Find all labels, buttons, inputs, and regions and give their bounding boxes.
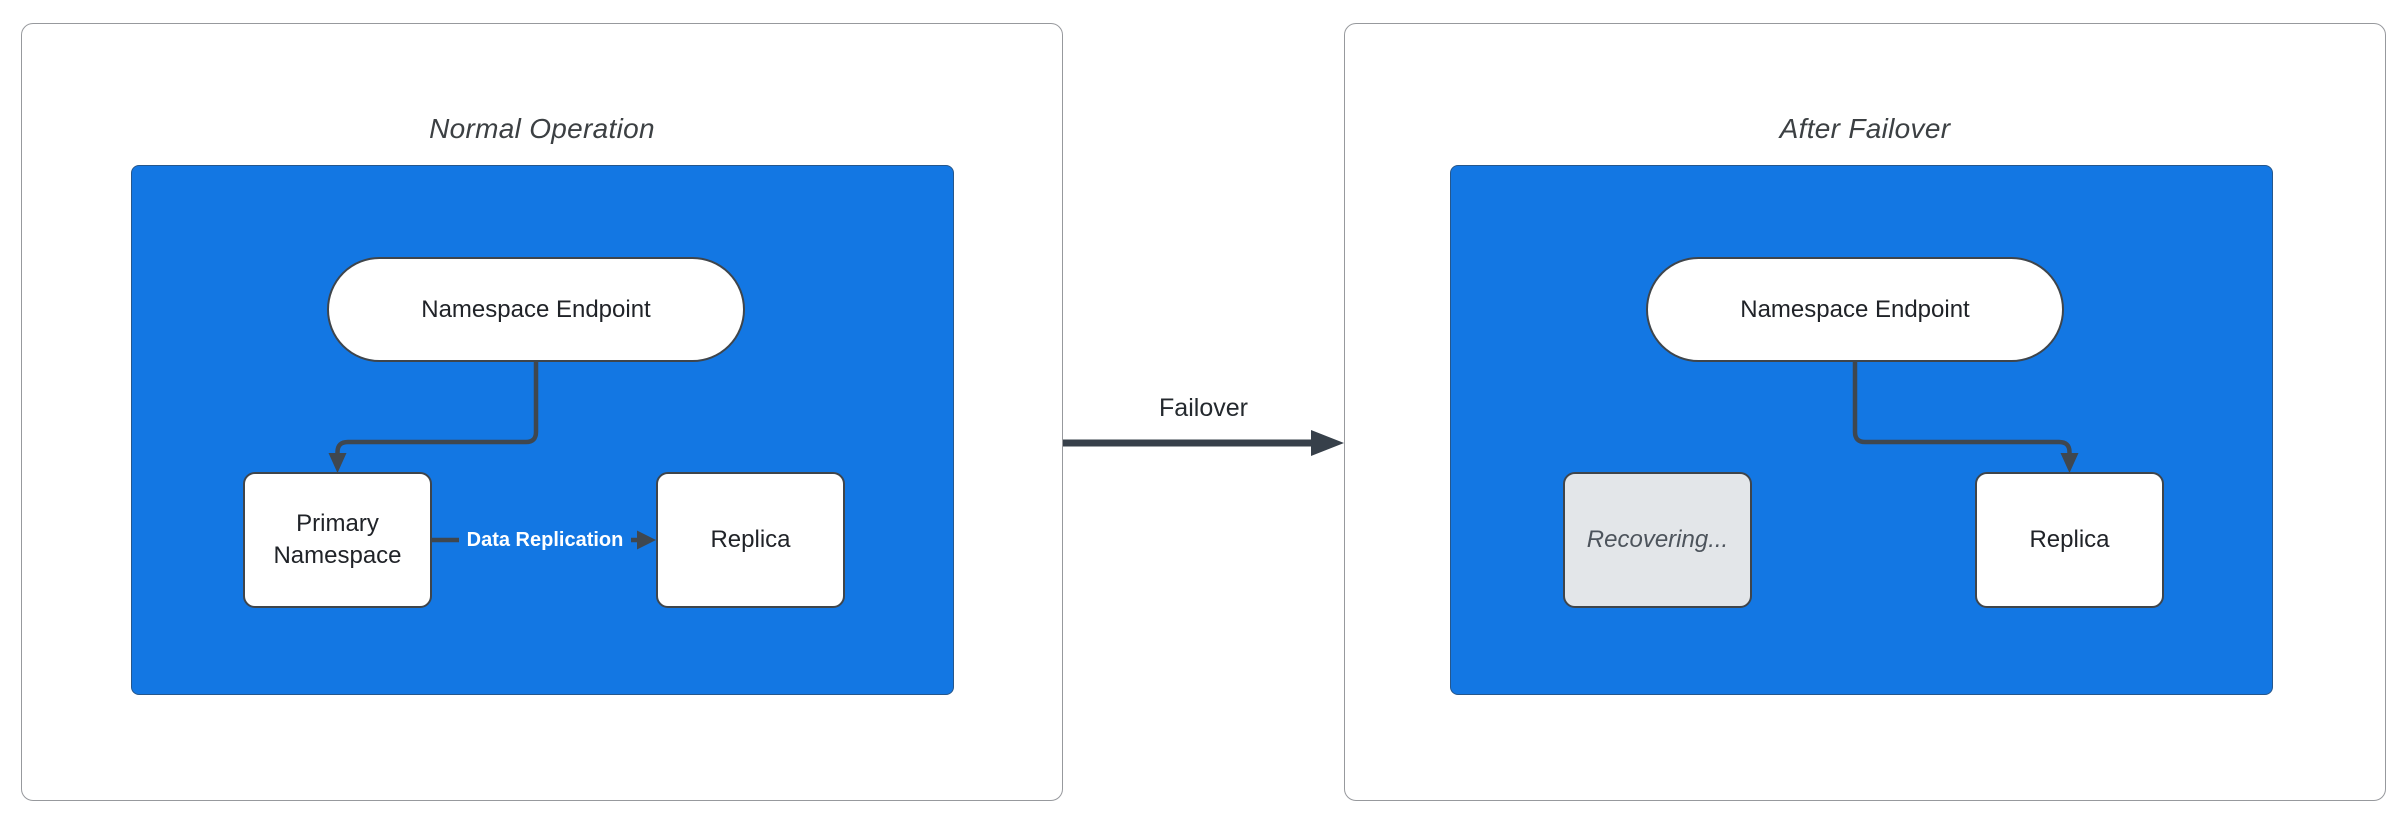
- after-failover-container: Namespace Endpoint Recovering... Replica: [1450, 165, 2273, 695]
- node-namespace-endpoint-failover: Namespace Endpoint: [1646, 257, 2064, 362]
- endpoint-to-replica-arrow-line: [1852, 362, 2072, 461]
- node-namespace-endpoint-normal: Namespace Endpoint: [327, 257, 745, 362]
- panel-title-normal-operation: Normal Operation: [429, 113, 655, 144]
- node-replica-failover-label: Replica: [2029, 526, 2110, 554]
- failover-arrow-shaft: [1063, 439, 1313, 447]
- node-recovering-label: Recovering...: [1586, 526, 1729, 554]
- node-recovering: Recovering...: [1563, 472, 1752, 608]
- replication-arrowhead: [637, 530, 656, 550]
- node-namespace-endpoint-normal-label: Namespace Endpoint: [421, 295, 651, 323]
- failover-transition: Failover: [1063, 394, 1344, 466]
- node-primary-namespace: Primary Namespace: [243, 472, 432, 608]
- normal-operation-container: Namespace Endpoint Primary Namespace Rep…: [131, 165, 954, 695]
- node-replica-normal: Replica: [656, 472, 845, 608]
- node-primary-namespace-label: Primary Namespace: [273, 510, 402, 569]
- endpoint-to-primary-arrow-line: [335, 362, 539, 461]
- endpoint-to-primary-arrowhead: [328, 453, 347, 473]
- endpoint-to-replica-arrowhead: [2060, 453, 2079, 473]
- node-replica-normal-label: Replica: [710, 526, 791, 554]
- failover-label: Failover: [1159, 394, 1248, 422]
- normal-operation-edges: [328, 362, 656, 550]
- panel-normal-operation: Normal Operation Namespace Endpoint Prim…: [21, 23, 1063, 801]
- panel-title-after-failover: After Failover: [1779, 113, 1951, 144]
- node-namespace-endpoint-failover-label: Namespace Endpoint: [1740, 295, 1970, 323]
- node-replica-failover: Replica: [1975, 472, 2164, 608]
- panel-after-failover: After Failover Namespace Endpoint Recove…: [1344, 23, 2386, 801]
- data-replication-edge-label: Data Replication: [459, 526, 631, 554]
- failover-arrow: [1063, 430, 1344, 456]
- failover-arrowhead: [1311, 430, 1344, 456]
- after-failover-edges: [1852, 362, 2079, 473]
